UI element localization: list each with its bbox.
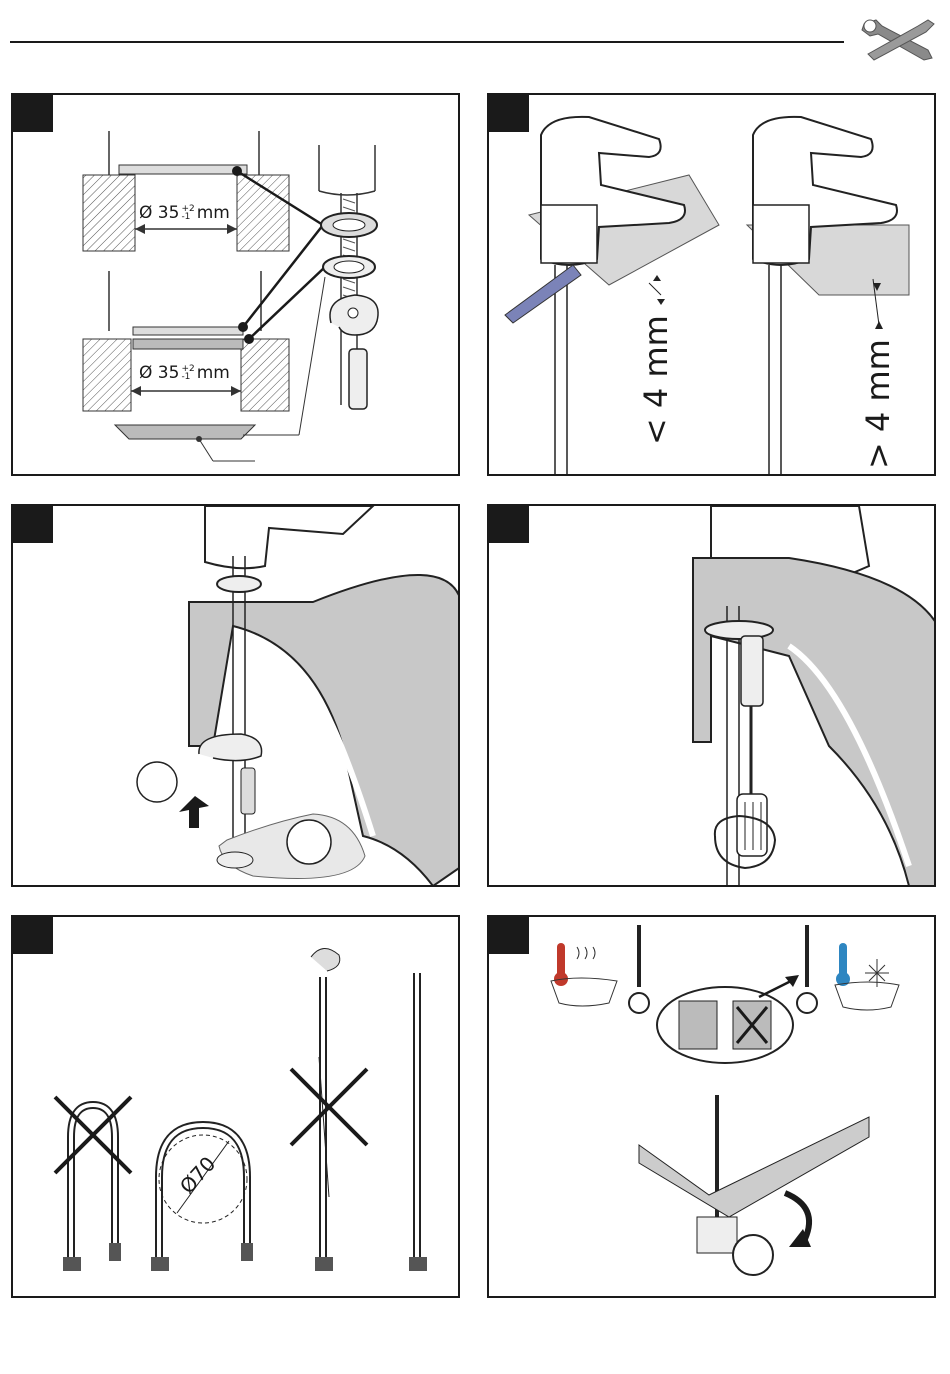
step-4-panel xyxy=(487,504,936,887)
cold-snowflake-icon xyxy=(835,943,899,1010)
step-5-badge xyxy=(13,917,53,954)
hot-thermometer-icon xyxy=(551,943,617,1006)
step-6-badge xyxy=(489,917,529,954)
step-4-illustration xyxy=(489,506,936,887)
step-6-illustration xyxy=(489,917,936,1298)
step-1-illustration xyxy=(13,95,460,476)
step-4-badge xyxy=(489,506,529,543)
step-5-illustration xyxy=(13,917,460,1298)
step-2-badge xyxy=(489,95,529,132)
step-2-label-greater: > 4 mm xyxy=(859,339,897,469)
step-2-panel: < 4 mm > 4 mm xyxy=(487,93,936,476)
header-rule xyxy=(10,41,844,43)
step-3-panel xyxy=(11,504,460,887)
wrench-screwdriver-icon xyxy=(858,10,938,66)
step-2-label-less: < 4 mm xyxy=(637,315,675,445)
step-5-panel: Ø70 xyxy=(11,915,460,1298)
step-3-illustration xyxy=(13,506,460,887)
step-3-badge xyxy=(13,506,53,543)
step-1-badge xyxy=(13,95,53,132)
step-6-panel xyxy=(487,915,936,1298)
